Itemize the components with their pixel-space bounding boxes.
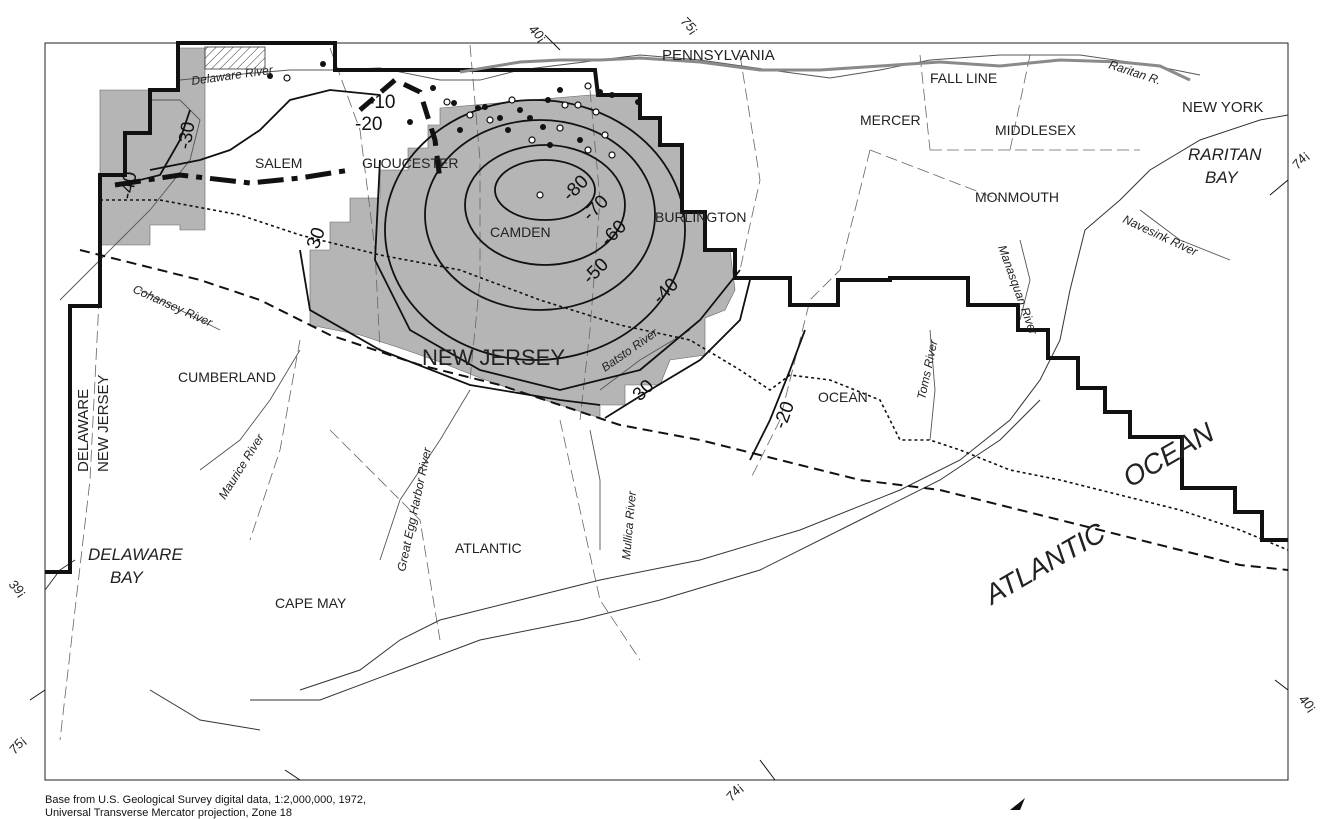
- county-cape-may: CAPE MAY: [275, 595, 347, 611]
- label-new-jersey: NEW JERSEY: [422, 345, 565, 370]
- coordinate-ticks: [29, 34, 1289, 781]
- county-atlantic: ATLANTIC: [455, 540, 522, 556]
- label-delaware-bay-2: BAY: [110, 568, 144, 587]
- county-camden: CAMDEN: [490, 224, 551, 240]
- coord-left-39: 39¡: [6, 577, 30, 601]
- inferred-contour: [114, 167, 351, 188]
- wells-filled: [267, 61, 641, 148]
- dashed-line: [79, 249, 1289, 571]
- coord-bottom-74: 74¡: [723, 780, 747, 804]
- inferred-contour-2: [358, 77, 443, 181]
- county-burlington: BURLINGTON: [655, 209, 747, 225]
- contour-label-10: -10: [368, 92, 395, 113]
- label-fall-line: FALL LINE: [930, 70, 997, 86]
- contours: [119, 89, 806, 461]
- credit-line-1: Base from U.S. Geological Survey digital…: [45, 794, 366, 806]
- contour-label-40: -40: [116, 170, 141, 201]
- credit-line-2: Universal Transverse Mercator projection…: [45, 807, 292, 819]
- coord-top-40: 40¡: [526, 22, 550, 46]
- coord-bottom-left-75: 75¡: [6, 733, 30, 757]
- county-boundaries: [59, 44, 1140, 741]
- dotted-line: [100, 199, 1289, 551]
- label-raritan-bay-1: RARITAN: [1188, 145, 1262, 164]
- label-new-jersey-vertical: NEW JERSEY: [95, 374, 112, 472]
- hatched-area: [204, 46, 266, 70]
- county-salem: SALEM: [255, 155, 302, 171]
- contour-label-30: -30: [174, 120, 199, 151]
- north-arrow: [1010, 798, 1025, 810]
- county-middlesex: MIDDLESEX: [995, 122, 1077, 138]
- pennsylvania-border: [459, 56, 1191, 82]
- coord-right-74: 74¡: [1289, 148, 1313, 172]
- contour-label-20: -20: [355, 114, 382, 135]
- wells-open: [283, 74, 616, 199]
- label-delaware: DELAWARE: [75, 389, 92, 472]
- county-monmouth: MONMOUTH: [975, 189, 1059, 205]
- coord-right-40: 40¡: [1296, 692, 1320, 716]
- county-mercer: MERCER: [860, 112, 921, 128]
- county-cumberland: CUMBERLAND: [178, 369, 276, 385]
- label-new-york: NEW YORK: [1182, 99, 1263, 116]
- label-raritan-bay-2: BAY: [1205, 168, 1239, 187]
- county-ocean: OCEAN: [818, 389, 868, 405]
- label-pennsylvania: PENNSYLVANIA: [662, 47, 775, 64]
- model-boundary: [45, 41, 1288, 574]
- label-delaware-bay-1: DELAWARE: [88, 545, 183, 564]
- county-gloucester: GLOUCESTER: [362, 155, 458, 171]
- coord-top-75: 75¡: [678, 14, 702, 38]
- river-mullica: Mullica River: [619, 490, 639, 561]
